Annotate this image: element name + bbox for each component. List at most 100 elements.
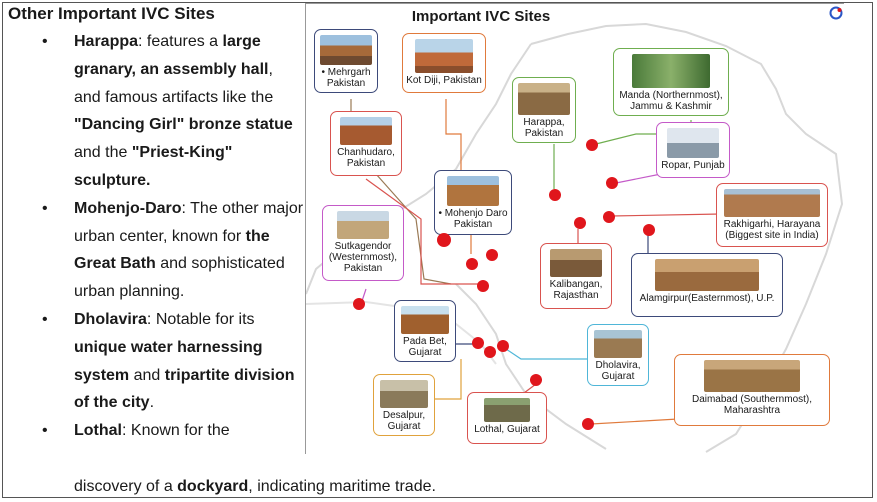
site-text: , and famous artifacts like the [74,60,274,106]
site-card-lothal: Lothal, Gujarat [467,392,547,444]
site-text: : Known for the [122,422,230,440]
section-heading: Other Important IVC Sites [8,4,215,23]
site-photo [340,117,392,145]
site-marker [477,280,489,292]
sites-list: • Harappa: features a large granary, an a… [8,28,304,445]
site-card-ropar: Ropar, Punjab [656,122,730,178]
site-photo [550,249,602,277]
site-marker [497,340,509,352]
brand-logo [829,6,843,20]
bullet: • [42,310,48,328]
site-photo [337,211,389,239]
site-card-label: Rakhigarhi, Harayana (Biggest site in In… [723,219,821,241]
site-photo [518,83,570,115]
site-card-mehrgarh: • Mehrgarh Pakistan [314,29,378,93]
site-card-kalibangan: Kalibangan, Rajasthan [540,243,612,309]
bullet: • [42,199,48,217]
site-photo [320,35,372,65]
site-card-sutkagendor: Sutkagendor (Westernmost), Pakistan [322,205,404,281]
site-card-label: Dholavira, Gujarat [595,360,641,382]
site-card-manda: Manda (Northernmost), Jammu & Kashmir [613,48,729,116]
site-card-label: Kalibangan, Rajasthan [549,279,603,301]
site-card-chanhudaro: Chanhudaro, Pakistan [330,111,402,176]
site-card-padabet: Pada Bet, Gujarat [394,300,456,362]
site-card-desalpur: Desalpur, Gujarat [373,374,435,436]
connector-dholavira [505,348,588,360]
site-card-label: • Mehrgarh Pakistan [321,67,371,89]
site-text: and sophisticated urban planning. [74,255,285,301]
connector-chanhudaro [365,178,484,285]
site-card-daimabad: Daimabad (Southernmost), Maharashtra [674,354,830,426]
site-photo [632,54,710,88]
site-highlight: dockyard [177,478,249,495]
list-item-harappa: • Harappa: features a large granary, an a… [8,28,304,195]
lothal-continuation: discovery of a dockyard, indicating mari… [74,475,436,499]
site-card-label: Daimabad (Southernmost), Maharashtra [691,394,813,416]
site-text: : Notable for its [146,310,255,328]
site-highlight: unique water harnessing system [74,338,263,384]
site-card-label: Kot Diji, Pakistan [406,75,482,86]
site-card-mohenjodaro: • Mohenjo Daro Pakistan [434,170,512,235]
site-photo [401,306,449,334]
site-marker [603,211,615,223]
site-marker [582,418,594,430]
site-highlight: tripartite division of the city [74,366,295,412]
site-highlight: "Dancing Girl" bronze statue [74,116,293,134]
site-marker [484,346,496,358]
list-item-mohenjodaro: • Mohenjo-Daro: The other major urban cen… [8,195,304,306]
site-card-alamgirpur: Alamgirpur(Easternmost), U.P. [631,253,783,317]
site-name: Harappa [74,33,139,50]
site-photo [447,176,499,206]
bullet: • [42,422,48,440]
site-text: and the [74,144,132,162]
site-card-label: Alamgirpur(Easternmost), U.P. [639,293,775,304]
site-name: Lothal [74,422,122,440]
site-photo [655,259,759,291]
site-photo [724,189,820,217]
bullet: • [42,33,48,50]
site-photo [380,380,428,408]
ivc-sites-text-panel: Other Important IVC Sites • Harappa: feat… [8,4,304,445]
site-photo [667,128,719,158]
site-card-label: Chanhudaro, Pakistan [337,147,395,169]
site-highlight: the Great Bath [74,227,270,273]
site-text: : The other major urban center, known fo… [74,199,304,245]
site-text: . [149,394,155,412]
site-card-label: Sutkagendor (Westernmost), Pakistan [328,241,398,274]
site-marker [353,298,365,310]
site-card-label: Ropar, Punjab [661,160,725,171]
site-card-label: Lothal, Gujarat [474,424,540,435]
site-card-label: Desalpur, Gujarat [382,410,426,432]
list-item-dholavira: • Dholavira: Notable for its unique water… [8,306,304,417]
site-marker [472,337,484,349]
site-marker [549,189,561,201]
site-highlight: "Priest-King" sculpture. [74,144,233,189]
site-card-harappa: Harappa, Pakistan [512,77,576,143]
site-text: discovery of a [74,478,178,495]
site-text: , indicating maritime trade. [248,478,436,495]
list-item-lothal: • Lothal: Known for the [8,417,304,445]
site-marker [606,177,618,189]
connector-ropar [610,173,662,185]
site-card-rakhigarhi: Rakhigarhi, Harayana (Biggest site in In… [716,183,828,247]
site-marker [643,224,655,236]
site-marker [586,139,598,151]
site-text: : features a [138,33,223,50]
site-name: Dholavira [74,310,147,328]
site-card-label: Pada Bet, Gujarat [403,336,447,358]
site-highlight: large granary, an assembly hall [74,33,269,78]
site-card-kotdiji: Kot Diji, Pakistan [402,33,486,93]
site-text: and [129,366,165,384]
connector-desalpur [431,359,462,400]
site-marker [437,233,451,247]
site-marker [574,217,586,229]
site-card-label: • Mohenjo Daro Pakistan [438,208,508,230]
site-card-label: Manda (Northernmost), Jammu & Kashmir [619,90,723,112]
connector-daimabad [590,418,679,425]
site-marker [530,374,542,386]
site-name: Mohenjo-Daro [74,199,182,217]
site-card-label: Harappa, Pakistan [523,117,565,139]
connector-rakhigarhi [610,213,722,217]
site-photo [594,330,642,358]
